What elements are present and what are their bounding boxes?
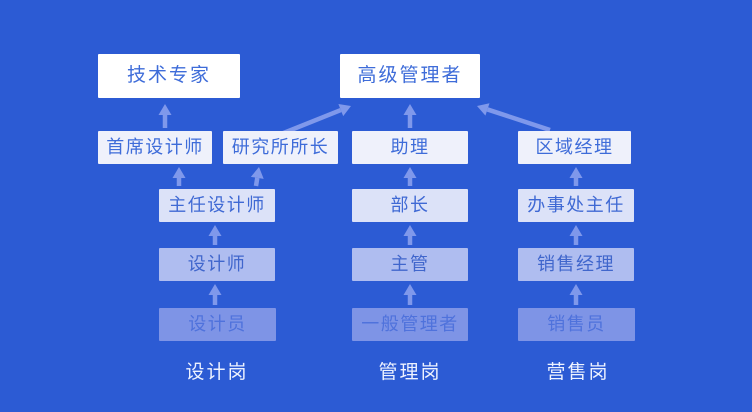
- arrow-design-staff-to-designer: [208, 284, 222, 305]
- node-designer: 设计师: [159, 248, 275, 281]
- node-general-manager: 一般管理者: [352, 308, 468, 341]
- node-tech-expert: 技术专家: [98, 54, 240, 98]
- node-salesperson: 销售员: [518, 308, 635, 341]
- node-sales-manager: 销售经理: [518, 248, 634, 281]
- arrow-assistant-to-senior-manager: [403, 104, 417, 128]
- arrow-chief-designer-to-tech-expert: [158, 104, 172, 128]
- arrow-regional-manager-to-senior-manager: [477, 103, 551, 133]
- node-director-designer: 主任设计师: [159, 189, 275, 222]
- node-regional-manager: 区域经理: [518, 131, 631, 164]
- node-senior-manager: 高级管理者: [340, 54, 480, 98]
- node-institute-director: 研究所所长: [223, 131, 338, 164]
- node-supervisor: 主管: [352, 248, 468, 281]
- arrow-general-manager-to-supervisor: [403, 284, 417, 305]
- arrow-institute-director-to-senior-manager: [280, 104, 351, 137]
- column-label-management: 管理岗: [378, 362, 442, 383]
- node-chief-designer: 首席设计师: [98, 131, 212, 164]
- arrow-sales-manager-to-office-director: [569, 225, 583, 245]
- node-assistant: 助理: [352, 131, 468, 164]
- arrow-department-head-to-assistant: [403, 167, 417, 186]
- node-design-staff: 设计员: [159, 308, 276, 341]
- arrow-salesperson-to-sales-manager: [569, 284, 583, 305]
- arrow-supervisor-to-department-head: [403, 225, 417, 245]
- arrow-director-designer-to-chief-designer: [172, 167, 186, 186]
- arrow-office-director-to-regional-manager: [569, 167, 583, 186]
- node-department-head: 部长: [352, 189, 468, 222]
- arrow-director-designer-to-institute-director: [250, 167, 264, 187]
- column-label-sales: 营售岗: [546, 362, 610, 383]
- arrow-designer-to-director-designer: [208, 225, 222, 245]
- node-office-director: 办事处主任: [518, 189, 634, 222]
- column-label-design: 设计岗: [185, 362, 249, 383]
